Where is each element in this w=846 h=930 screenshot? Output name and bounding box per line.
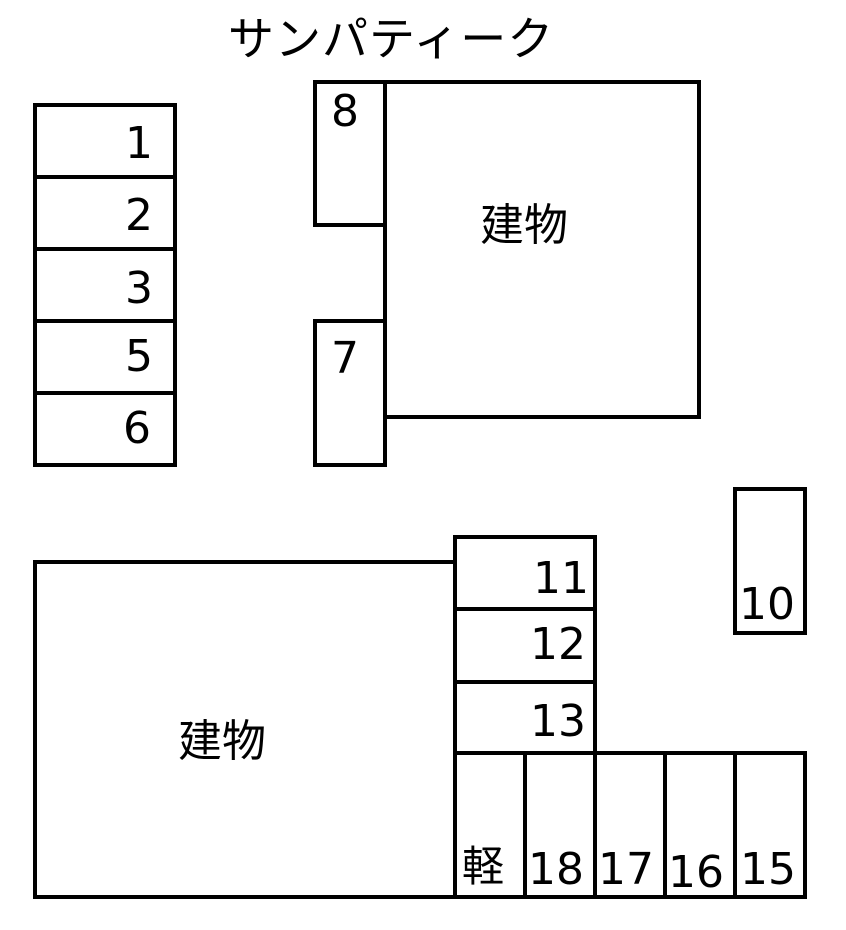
space-label-17: 17 [598, 844, 654, 895]
space-label-16: 16 [668, 847, 724, 898]
parking-space-11 [453, 535, 597, 611]
building-bottom-label: 建物 [178, 716, 266, 767]
parking-space-10 [733, 487, 807, 635]
space-label-kei: 軽 [462, 842, 505, 891]
parking-space-12 [453, 607, 597, 684]
space-label-1: 1 [125, 118, 153, 169]
parking-space-7 [313, 319, 387, 467]
parking-space-8 [313, 80, 387, 227]
space-label-18: 18 [528, 844, 584, 895]
parking-space-6 [33, 391, 177, 467]
space-label-10: 10 [739, 579, 795, 630]
parking-space-5 [33, 319, 177, 395]
property-title: サンパティーク [228, 12, 555, 66]
space-label-12: 12 [530, 619, 586, 670]
parking-space-17 [593, 751, 667, 899]
space-label-3: 3 [125, 263, 153, 314]
parking-space-2 [33, 175, 177, 251]
space-label-7: 7 [331, 333, 359, 384]
space-label-15: 15 [740, 844, 796, 895]
space-label-13: 13 [530, 696, 586, 747]
building-top-label: 建物 [480, 200, 568, 251]
space-label-8: 8 [331, 86, 359, 137]
space-label-5: 5 [125, 331, 153, 382]
building-top [383, 80, 701, 419]
parking-space-16 [663, 751, 737, 899]
parking-space-1 [33, 103, 177, 179]
space-label-2: 2 [125, 190, 153, 241]
space-label-6: 6 [123, 403, 151, 454]
parking-space-3 [33, 247, 177, 323]
parking-space-kei [453, 751, 527, 899]
space-label-11: 11 [533, 553, 589, 604]
parking-space-15 [733, 751, 807, 899]
